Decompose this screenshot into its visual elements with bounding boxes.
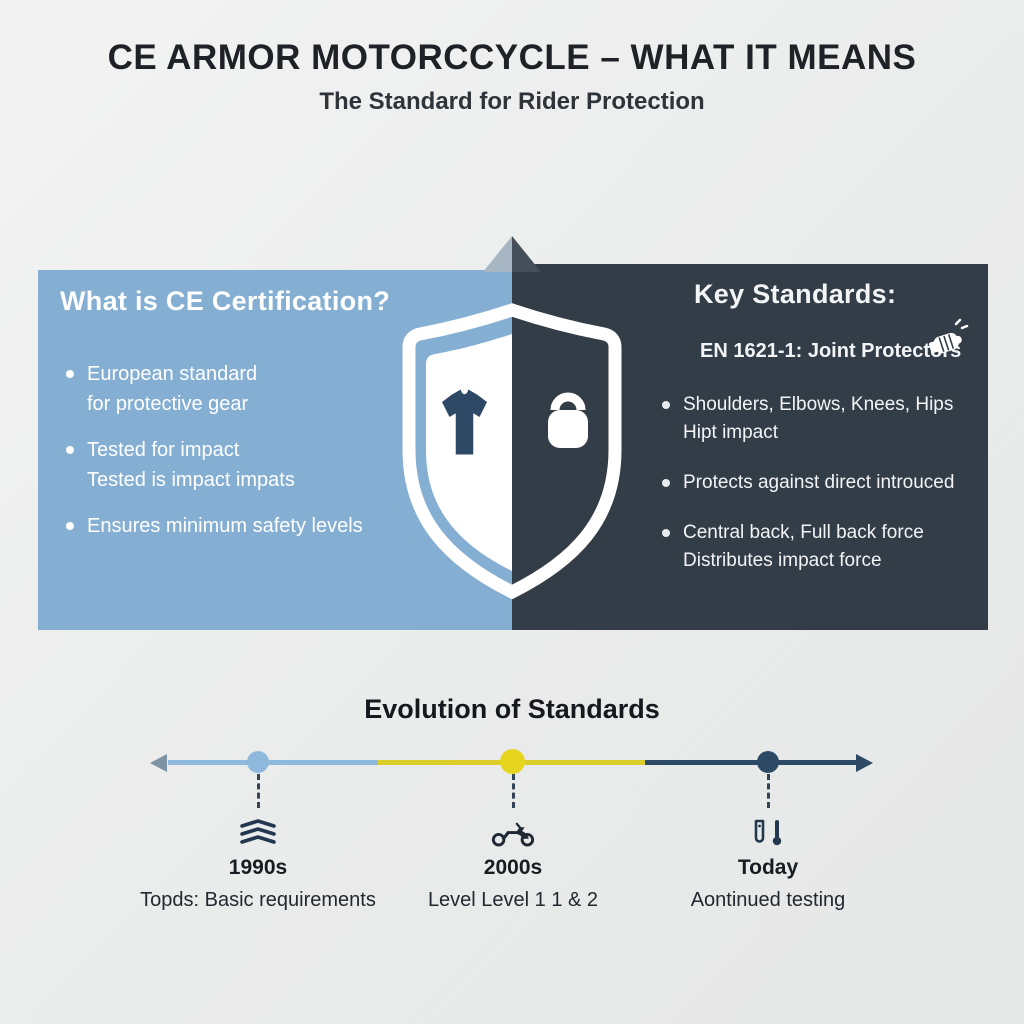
timeline-item-today: Today Aontinued testing: [608, 774, 928, 912]
dashed-connector: [766, 774, 770, 808]
era-caption: Level Level 1 1 & 2: [427, 889, 599, 911]
timeline-segment-1990s: [168, 760, 378, 765]
bullet-dot: [662, 529, 670, 537]
bullet-dot: [66, 370, 74, 378]
page-title: CE ARMOR MOTORCCYCLE – WHAT IT MEANS: [107, 38, 917, 77]
bullet-text: Ensures minimum safety levels: [87, 515, 363, 537]
motorcycle-icon: [353, 813, 673, 853]
lab-testing-icon: [608, 813, 928, 853]
dashed-connector: [511, 774, 515, 808]
arrow-left-icon: [150, 753, 167, 772]
bullet-text: Central back, Full back force Distribute…: [683, 522, 924, 571]
timeline-dot-2000s: [500, 749, 525, 774]
standard-heading: EN 1621-1: Joint Protectors: [700, 340, 962, 362]
era-label: 1990s: [228, 856, 288, 879]
arrow-right-icon: [856, 753, 873, 772]
standards-panel-title: Key Standards:: [694, 279, 897, 309]
era-label: 2000s: [483, 856, 543, 879]
era-caption: Topds: Basic requirements: [140, 889, 376, 911]
page-subtitle: The Standard for Rider Protection: [319, 88, 705, 115]
list-item: Central back, Full back force Distribute…: [662, 519, 972, 575]
timeline-item-1990s: 1990s Topds: Basic requirements: [98, 774, 418, 912]
timeline-dot-1990s: [247, 751, 269, 773]
standards-bullet-list: Shoulders, Elbows, Knees, Hips Hipt impa…: [662, 391, 972, 575]
cert-panel-title: What is CE Certification?: [60, 286, 391, 316]
cert-bullet-list: European standard for protective gear Te…: [60, 359, 496, 541]
era-label: Today: [737, 856, 799, 879]
era-caption: Aontinued testing: [690, 889, 846, 911]
kettlebell-weight-icon: [548, 392, 588, 448]
bullet-dot: [662, 479, 670, 487]
layers-icon: [98, 813, 418, 853]
timeline-dot-today: [757, 751, 779, 773]
timeline-segment-today: [645, 760, 858, 765]
panel-notch-icon: [483, 236, 541, 272]
armor-vest-icon: [442, 389, 487, 455]
timeline-item-2000s: 2000s Level Level 1 1 & 2: [353, 774, 673, 912]
bullet-dot: [662, 401, 670, 409]
bullet-dot: [66, 446, 74, 454]
bullet-text: Shoulders, Elbows, Knees, Hips Hipt impa…: [683, 394, 954, 443]
bullet-dot: [66, 522, 74, 530]
shield-icon: [402, 303, 622, 600]
impact-fist-icon: [928, 318, 969, 354]
list-item: Tested for impact Tested is impact impat…: [60, 435, 496, 495]
list-item: Protects against direct introuced: [662, 469, 972, 497]
list-item: Shoulders, Elbows, Knees, Hips Hipt impa…: [662, 391, 972, 447]
bullet-text: Protects against direct introuced: [683, 472, 955, 493]
list-item: European standard for protective gear: [60, 359, 496, 419]
timeline-title: Evolution of Standards: [364, 694, 660, 724]
dashed-connector: [256, 774, 260, 808]
shield-outline: [402, 303, 622, 600]
bullet-text: European standard for protective gear: [87, 363, 258, 415]
bullet-text: Tested for impact Tested is impact impat…: [87, 439, 295, 491]
list-item: Ensures minimum safety levels: [60, 511, 496, 541]
